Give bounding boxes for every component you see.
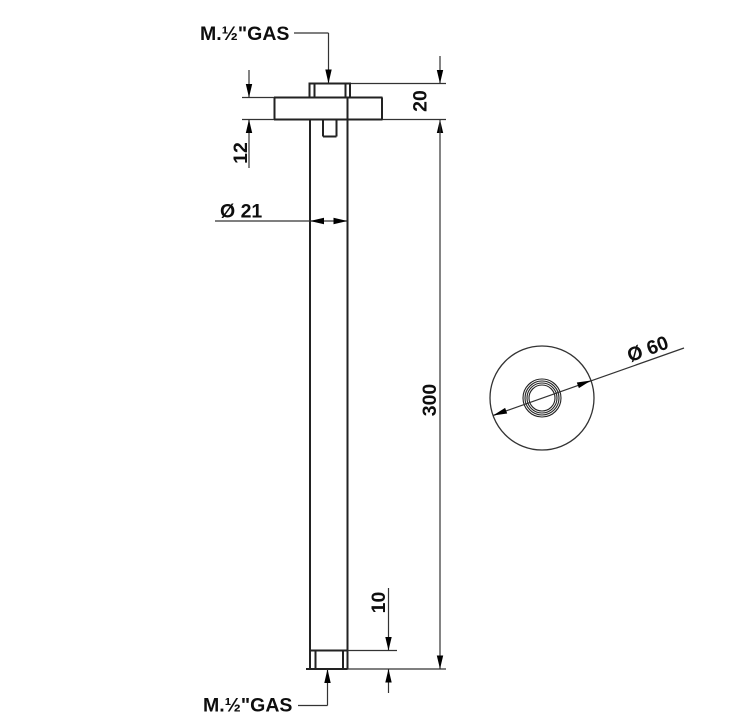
dim-10-arrowhead-top: [385, 637, 392, 651]
dim-12-arrowhead-bottom: [245, 119, 253, 133]
thread-circle-1: [522, 378, 562, 418]
leader-top-arrowhead: [325, 69, 332, 84]
dimension-inlet-height: 20: [410, 56, 444, 133]
plate-outer-circle: [489, 345, 595, 451]
dim-20-arrowhead-top: [436, 70, 444, 84]
outlet-thread-callout: M.½"GAS: [203, 669, 331, 717]
dimension-plate-thickness: 12: [230, 70, 253, 168]
dim-60-label: Ø 60: [624, 332, 671, 367]
side-view: 12 20 300 10 Ø 21: [200, 23, 446, 717]
end-view: Ø 60: [489, 332, 685, 451]
dim-12-label: 12: [230, 142, 252, 164]
outlet-thread-label: M.½"GAS: [203, 695, 292, 717]
dim-12-arrowhead-top: [245, 84, 253, 98]
dimension-tube-diameter: Ø 21: [215, 201, 348, 225]
dim-10-arrowhead-bottom: [385, 669, 392, 683]
dimension-arm-length: 300: [419, 119, 444, 669]
dim-21-arrowhead-left: [310, 217, 324, 225]
thread-circle-2: [524, 380, 560, 416]
dim-21-arrowhead-right: [333, 217, 348, 225]
dim-20-label: 20: [410, 90, 432, 112]
dim-300-label: 300: [419, 384, 441, 417]
dim-300-arrowhead-bottom: [436, 655, 444, 669]
inlet-thread-callout: M.½"GAS: [200, 23, 332, 84]
outlet-thread-outline: [306, 649, 348, 670]
dim-21-label: Ø 21: [220, 201, 262, 223]
extension-lines: [242, 82, 446, 670]
thread-circle-3: [526, 382, 558, 414]
arm-tube-outline: [309, 119, 349, 669]
cover-plate-outline: [273, 96, 383, 138]
inlet-thread-label: M.½"GAS: [200, 23, 289, 45]
dim-60-arrowhead-left: [493, 407, 508, 416]
inlet-thread-outline: [308, 82, 351, 98]
dimension-outlet-thread-length: 10: [368, 588, 392, 693]
leader-bottom-arrowhead: [324, 669, 331, 683]
dim-60-arrowhead-right: [576, 380, 591, 389]
dim-10-label: 10: [368, 592, 390, 614]
thread-circle-4: [528, 384, 556, 412]
